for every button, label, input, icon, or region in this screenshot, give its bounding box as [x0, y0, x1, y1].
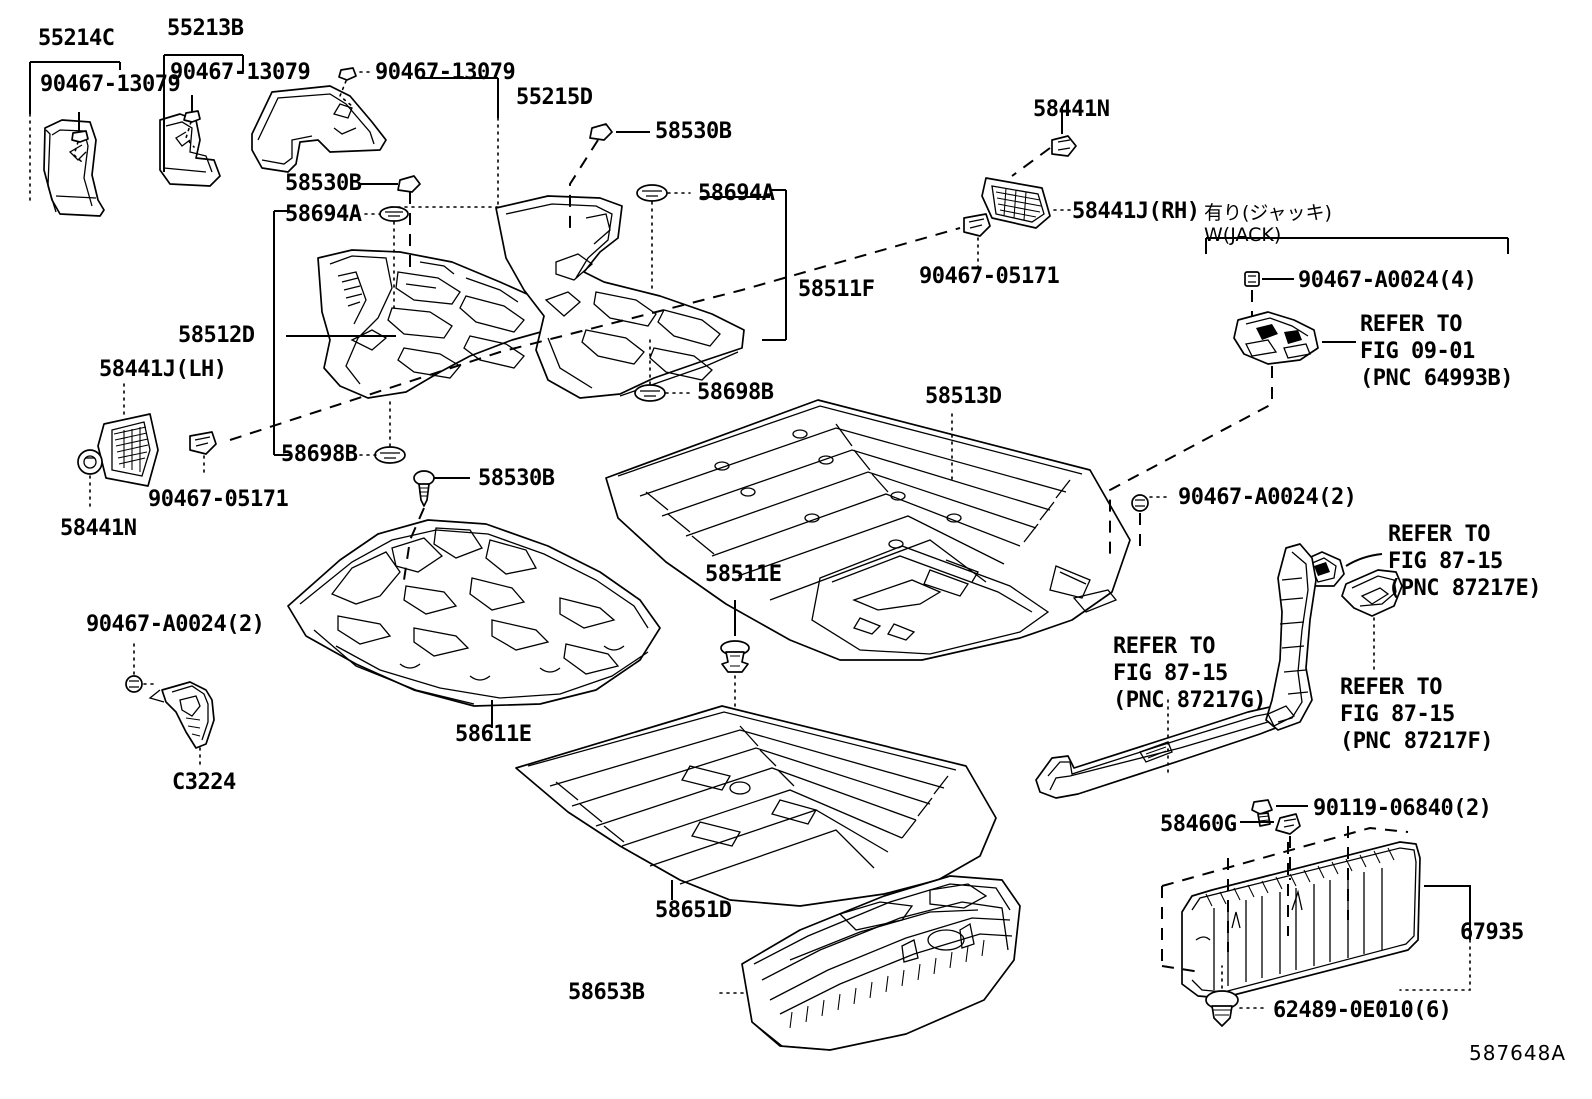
label-58653b: 58653B: [568, 980, 645, 1005]
part-55215d-shape: [251, 85, 387, 173]
clip-58530b-a: [397, 175, 421, 193]
screw-58530b-c: [413, 470, 435, 507]
bracket-w-jack: [1205, 237, 1509, 254]
part-58513d-shape: [605, 399, 1131, 661]
grommet-58694a-b: [636, 184, 668, 202]
label-refer-fig-09-01: REFER TO FIG 09-01 (PNC 64993B): [1360, 312, 1513, 391]
leader-67935-top: [1424, 885, 1471, 940]
part-67935-shape: [1181, 841, 1421, 999]
leader-clip-a2: [73, 141, 83, 163]
label-58530b-c: 58530B: [478, 466, 555, 491]
label-jack-note-jp: 有り(ジャッキ): [1204, 202, 1332, 224]
nut-90467-a0024-right: [1131, 494, 1149, 512]
hidden-lines-67935: [1227, 826, 1349, 952]
figure-code: 587648A: [1469, 1041, 1567, 1065]
label-58441j-lh: 58441J(LH): [99, 357, 227, 382]
label-58698b-b: 58698B: [697, 380, 774, 405]
clip-90467-13079-b: [183, 110, 201, 123]
label-58460g: 58460G: [1160, 812, 1237, 837]
label-58530b-a: 58530B: [285, 171, 362, 196]
clip-90467-05171-b: [963, 213, 991, 237]
bracket-58694a-58698b: [273, 210, 290, 456]
nut-90467-a0024-jack: [1244, 271, 1260, 287]
nut-90467-a0024-left: [125, 675, 143, 693]
label-refer-87217g: REFER TO FIG 87-15 (PNC 87217G): [1113, 634, 1266, 713]
clip-58530b-b: [589, 123, 613, 141]
part-87217f-shape: [1341, 569, 1403, 617]
label-90467-13079-c: 90467-13079: [375, 60, 516, 85]
part-58653b-shape: [741, 875, 1021, 1051]
label-refer-87217e: REFER TO FIG 87-15 (PNC 87217E): [1388, 522, 1541, 601]
grommet-58698b-a: [374, 446, 406, 464]
part-58651d-shape: [515, 705, 997, 907]
label-jack-note-en: W(JACK): [1204, 224, 1282, 246]
leader-67935-btm: [1399, 939, 1471, 991]
label-90467-05171-b: 90467-05171: [919, 264, 1060, 289]
part-58441j-rh-shape: [981, 177, 1051, 229]
clip-90467-13079-a: [71, 130, 89, 143]
label-90467-a0024-2a: 90467-A0024(2): [86, 612, 265, 637]
label-c3224: C3224: [172, 770, 236, 795]
grommet-58698b-b: [634, 384, 666, 402]
label-55215d: 55215D: [516, 85, 593, 110]
bracket-55215d-top: [420, 77, 499, 118]
bracket-58511f: [762, 189, 787, 341]
label-55213b: 55213B: [167, 16, 244, 41]
bracket-55215d-btm: [387, 117, 499, 208]
hidden-outline-67935: [1161, 826, 1409, 973]
jack-assembly-dashed: [1109, 366, 1273, 560]
label-58530b-b: 58530B: [655, 119, 732, 144]
label-90467-13079-a: 90467-13079: [40, 72, 181, 97]
clip-90467-05171-a: [189, 431, 217, 455]
part-58611e-shape: [287, 519, 661, 707]
label-58698b-a: 58698B: [281, 442, 358, 467]
clip-58460g: [1275, 813, 1301, 835]
label-90119-06840-2: 90119-06840(2): [1313, 796, 1492, 821]
part-58441n-a: [77, 449, 103, 475]
leader-clip-b2: [185, 121, 195, 148]
label-58441n-b: 58441N: [1033, 97, 1110, 122]
part-pillar-trim-shape: [1265, 543, 1317, 731]
label-58511e: 58511E: [705, 562, 782, 587]
part-58511f-shape: [495, 195, 745, 399]
part-58441j-lh-shape: [97, 413, 159, 487]
label-67935: 67935: [1460, 920, 1524, 945]
label-58512d: 58512D: [178, 323, 255, 348]
label-90467-a0024-2b: 90467-A0024(2): [1178, 485, 1357, 510]
label-55214c: 55214C: [38, 26, 115, 51]
leader-58530b-b-dash: [569, 139, 599, 232]
label-58513d: 58513D: [925, 384, 1002, 409]
part-c3224-shape: [148, 681, 215, 749]
clip-90467-13079-c: [338, 67, 357, 81]
part-87217g-shape: [1035, 705, 1289, 799]
label-58694a-a: 58694A: [285, 202, 362, 227]
label-58611e: 58611E: [455, 722, 532, 747]
part-55213b-shape: [159, 113, 221, 187]
label-90467-13079-b: 90467-13079: [170, 60, 311, 85]
grommet-62489-0e010: [1205, 990, 1239, 1027]
clip-58511e: [720, 640, 750, 673]
label-62489-0e010-6: 62489-0E010(6): [1273, 998, 1452, 1023]
assembly-dashed-link-1: [229, 227, 961, 441]
leader-87217e: [1345, 553, 1383, 567]
label-58651d: 58651D: [655, 898, 732, 923]
grommet-58694a-a: [379, 206, 409, 222]
leader-clip-c2: [339, 80, 353, 107]
part-58441n-b: [1051, 135, 1077, 157]
label-90467-05171-a: 90467-05171: [148, 487, 289, 512]
part-jack-64993b-shape: [1233, 311, 1319, 365]
link-58441n-grille: [1011, 147, 1051, 177]
bracket-55213b: [163, 54, 244, 172]
label-90467-a0024-4: 90467-A0024(4): [1298, 268, 1477, 293]
label-58511f: 58511F: [798, 277, 875, 302]
label-58441n-a: 58441N: [60, 516, 137, 541]
label-58694a-b: 58694A: [698, 181, 775, 206]
bracket-55214c: [29, 61, 121, 114]
part-58512d-shape: [317, 249, 557, 399]
label-58441j-rh: 58441J(RH): [1072, 199, 1200, 224]
label-refer-87217f: REFER TO FIG 87-15 (PNC 87217F): [1340, 675, 1493, 754]
leader-58530b-c-dash: [403, 507, 425, 581]
